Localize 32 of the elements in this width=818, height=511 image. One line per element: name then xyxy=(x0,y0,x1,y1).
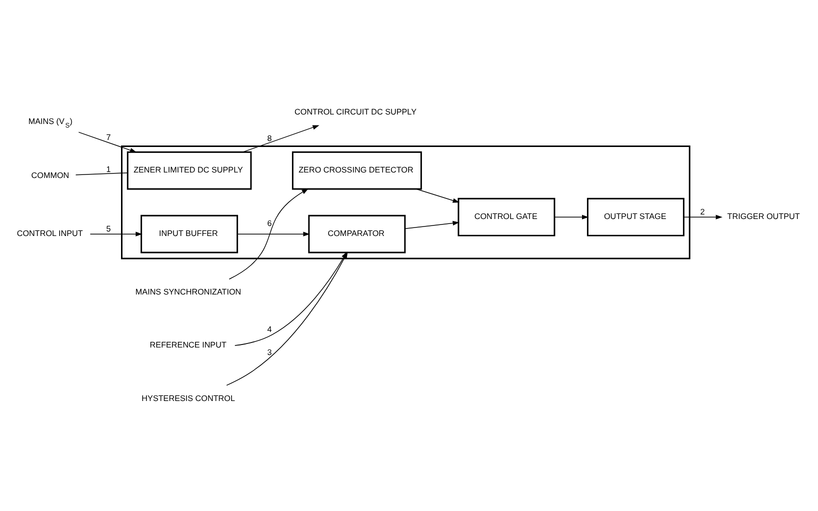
node-box: ZERO CROSSING DETECTOR xyxy=(292,151,422,190)
edge-label: 2 xyxy=(700,208,705,217)
arrow xyxy=(90,232,142,236)
node-text: MAINS SYNCHRONIZATION xyxy=(135,287,242,296)
node-text: COMMON xyxy=(31,170,70,180)
arrow xyxy=(228,188,308,280)
edge-label: 4 xyxy=(267,325,272,334)
arrow xyxy=(554,214,589,220)
edge-label: 1 xyxy=(106,164,111,174)
node-text: TRIGGER OUTPUT xyxy=(727,212,800,222)
node-box: ZENER LIMITED DC SUPPLY xyxy=(126,151,252,190)
node-box: OUTPUT STAGE xyxy=(586,198,684,236)
edge-label: 5 xyxy=(106,224,111,234)
connector xyxy=(75,172,128,176)
node-text: MAINS (V$_{S}$) xyxy=(28,116,72,130)
edge-label: 3 xyxy=(267,348,272,358)
arrow xyxy=(404,220,460,230)
node-text: REFERENCE INPUT xyxy=(150,340,226,350)
arrow xyxy=(242,125,320,152)
arrow xyxy=(416,188,460,203)
node-box: INPUT BUFFER xyxy=(140,214,238,254)
node-text: CONTROL CIRCUIT DC SUPPLY xyxy=(294,107,417,116)
arrow xyxy=(237,232,310,236)
arrow xyxy=(683,214,722,220)
edge-label: 8 xyxy=(267,134,272,143)
edge-label: 6 xyxy=(267,218,272,228)
node-text: HYSTERESIS CONTROL xyxy=(142,394,235,403)
arrow xyxy=(78,132,137,152)
edge-label: 7 xyxy=(106,133,111,142)
node-text: CONTROL INPUT xyxy=(16,229,83,238)
node-box: COMPARATOR xyxy=(308,214,406,254)
node-box: CONTROL GATE xyxy=(458,198,556,236)
